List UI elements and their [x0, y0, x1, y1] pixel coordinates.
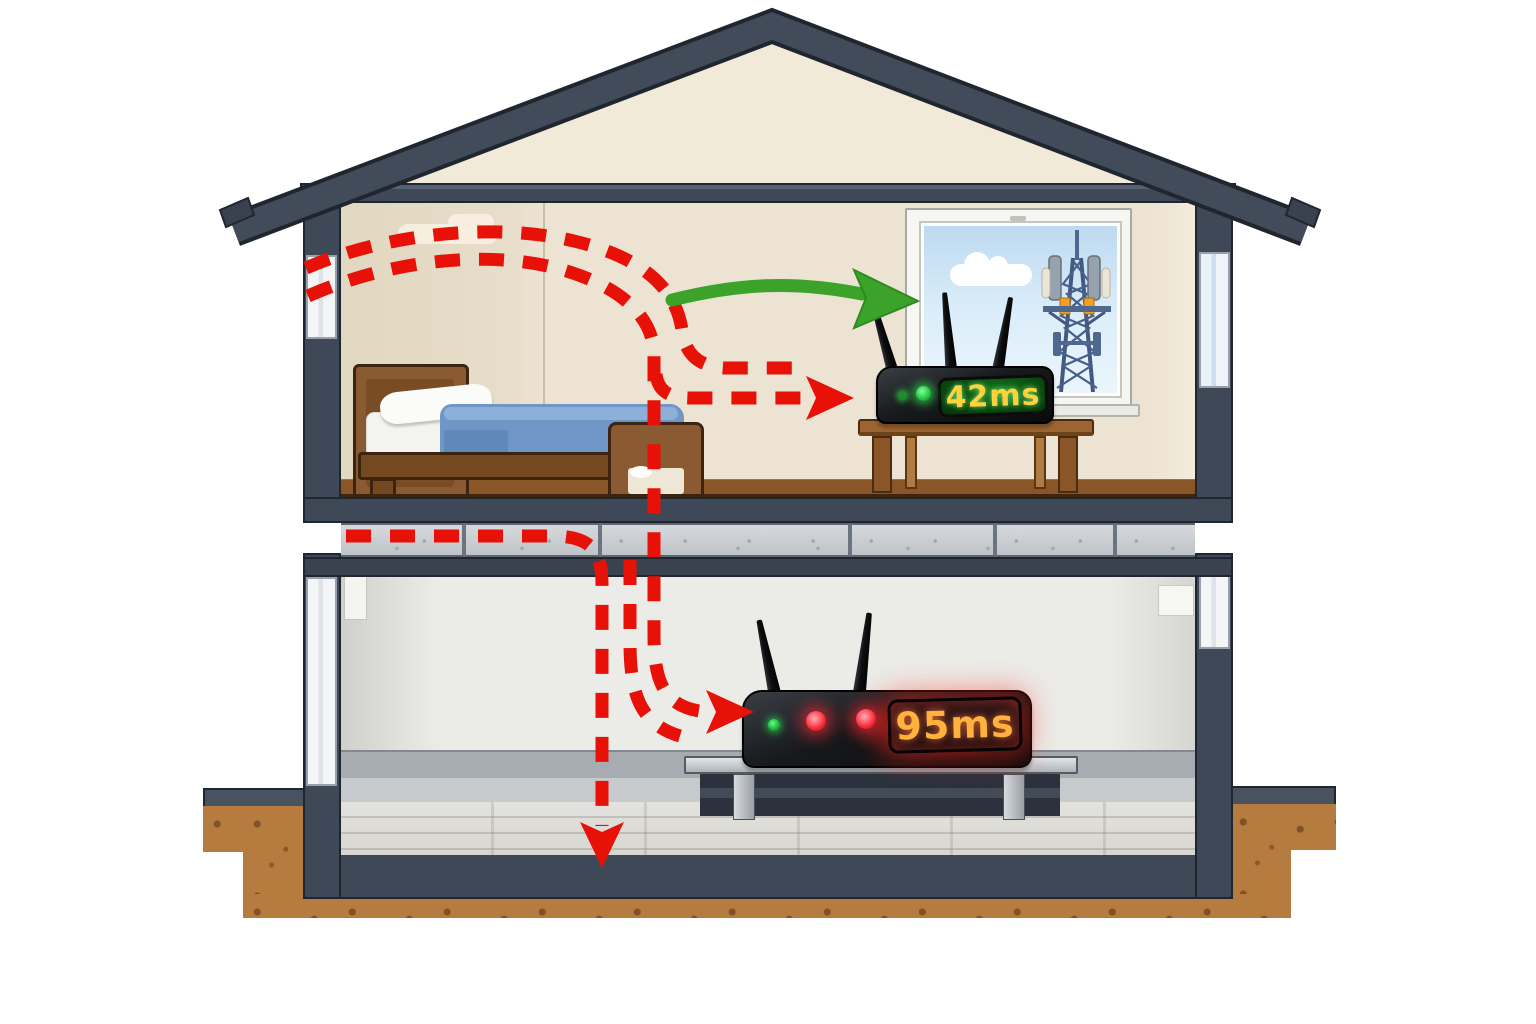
bench-leg-left	[733, 774, 755, 820]
cell-tower	[1041, 230, 1111, 392]
roof-panel	[229, 12, 1311, 243]
basement-wall-right-lining	[1199, 575, 1230, 649]
eave-cap-right	[1284, 196, 1322, 229]
table-leg-back-right	[1034, 436, 1046, 489]
bedroom-wall-corner-right	[1148, 201, 1195, 479]
antenna-panel-right	[1087, 255, 1101, 301]
eave-cap-left	[218, 196, 256, 229]
bench-lower-rail	[700, 788, 1060, 798]
basement-vent-right	[1158, 585, 1194, 616]
bed-blanket-fold	[444, 407, 678, 420]
basement-router-led-green	[768, 719, 780, 731]
attic-ceiling-beam-highlight	[303, 185, 1233, 189]
bed-footboard-sheet	[630, 466, 652, 478]
concrete-block	[996, 523, 1117, 557]
upstairs-router-led-large	[916, 386, 931, 401]
table-leg-back-left	[905, 436, 917, 489]
basement-router-led-red-2	[856, 709, 876, 729]
basement-router-led-red-1	[806, 711, 826, 731]
basement-latency-value: 95ms	[894, 701, 1016, 749]
antenna-panel-left	[1048, 255, 1062, 301]
cloud	[950, 252, 1032, 286]
antenna-cylinder-left	[1041, 267, 1051, 299]
table-leg-front-left	[872, 436, 892, 493]
upstairs-router-led-small	[898, 391, 907, 400]
upstairs-router-display: 42ms	[937, 374, 1049, 418]
table-leg-front-right	[1058, 436, 1078, 493]
antenna-cylinder-right	[1101, 267, 1111, 299]
attic-interior	[326, 42, 1218, 198]
bed-leg-left	[370, 478, 396, 497]
basement-router-display: 95ms	[887, 696, 1023, 754]
upper-wall-right-lining	[1199, 252, 1230, 388]
bed-footboard	[608, 422, 704, 497]
concrete-block	[1116, 523, 1195, 557]
concrete-block	[852, 523, 997, 557]
window-latch	[1010, 216, 1026, 221]
upstairs-latency-value: 42ms	[944, 376, 1042, 416]
bench-leg-right	[1003, 774, 1025, 820]
